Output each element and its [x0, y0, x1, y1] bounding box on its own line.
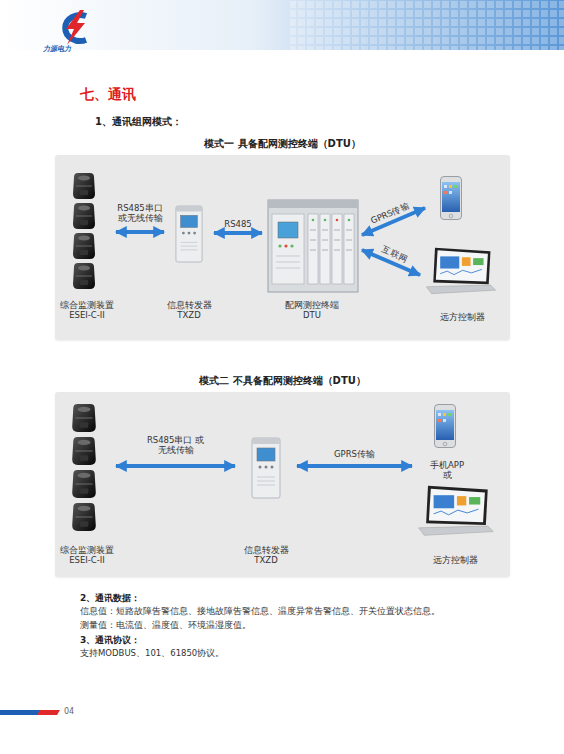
device-node: 配网测控终端 DTU [262, 195, 362, 320]
device-node: 远方控制器 [420, 242, 505, 322]
page-text: 测量值：电流值、温度值、环境温湿度值。 [80, 620, 251, 632]
node-caption: 手机APP 或 [426, 460, 468, 480]
page-text: 力源电力 [43, 44, 71, 54]
panel-frame: 综合监测装置 ESEI-C-II 信息转发器 TXZD 配网测控终端 DTU 手机AP… [55, 155, 510, 340]
panel-heading: 模式一 具备配网测控终端（DTU） [55, 137, 510, 151]
page-text: 04 [64, 707, 74, 716]
node-caption: 配网测控终端 DTU [282, 300, 342, 320]
link-arrow [362, 208, 425, 235]
link-arrow [297, 464, 412, 468]
page-text: 2、通讯数据： [80, 592, 140, 605]
node-caption: 综合监测装置 ESEI-C-II [58, 300, 116, 320]
device-node: 综合监测装置 ESEI-C-II [58, 398, 116, 565]
device-node: 远方控制器 [405, 482, 505, 565]
page-text: 信息值：短路故障告警信息、接地故障告警信息、温度异常告警信息、开关位置状态信息。 [80, 606, 440, 618]
panel-heading: 模式二 不具备配网测控终端（DTU） [55, 374, 510, 388]
node-caption: 远方控制器 [434, 312, 492, 322]
device-node: 信息转发器 TXZD [164, 198, 214, 320]
node-caption: 远方控制器 [426, 555, 484, 565]
link-arrow [116, 230, 164, 234]
section-title: 七、通讯 [80, 86, 136, 104]
node-caption: 信息转发器 TXZD [164, 300, 214, 320]
link-arrow [214, 231, 262, 235]
page-text: 1、通讯组网模式： [95, 115, 182, 129]
link-arrow [116, 464, 235, 468]
node-caption: 手机APP [431, 252, 489, 262]
node-caption: 信息转发器 TXZD [237, 545, 295, 565]
device-node: 手机APP [425, 172, 495, 262]
device-node: 信息转发器 TXZD [235, 428, 297, 565]
page-text: 支持MODBUS、101、61850协议。 [80, 648, 224, 660]
page-text: 3、通讯协议： [80, 634, 140, 647]
device-node: 手机APP 或 [412, 400, 482, 480]
link-arrow [362, 250, 420, 275]
node-caption: 综合监测装置 ESEI-C-II [58, 545, 116, 565]
panel-frame: 综合监测装置 ESEI-C-II信息转发器 TXZD手机APP 或远方控制器模式… [55, 392, 510, 577]
device-node: 综合监测装置 ESEI-C-II [58, 168, 116, 320]
